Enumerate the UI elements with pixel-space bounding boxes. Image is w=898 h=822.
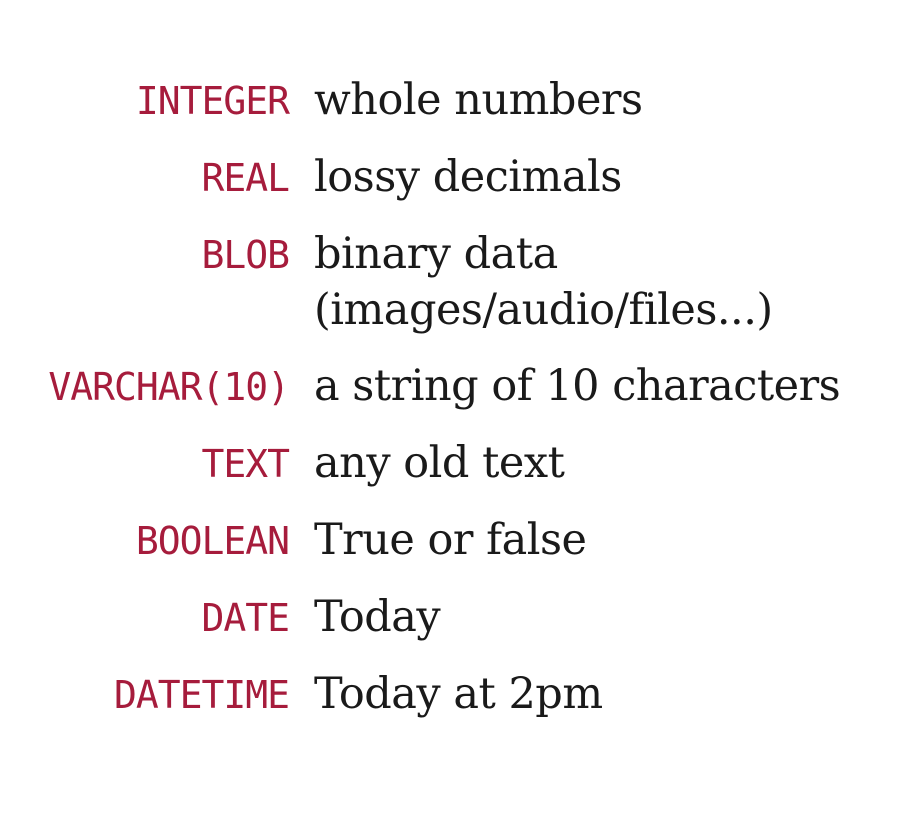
- type-row-date: DATE Today: [0, 589, 898, 646]
- type-row-datetime: DATETIME Today at 2pm: [0, 666, 898, 723]
- type-description-line: binary data: [314, 229, 558, 279]
- type-row-varchar: VARCHAR(10) a string of 10 characters: [0, 358, 898, 415]
- type-description-line: Today: [314, 592, 441, 642]
- type-name: DATETIME: [113, 673, 290, 717]
- type-row-real: REAL lossy decimals: [0, 149, 898, 206]
- type-description-line: lossy decimals: [314, 152, 622, 202]
- type-name: BOOLEAN: [135, 519, 290, 563]
- type-name: DATE: [201, 596, 290, 640]
- type-row-boolean: BOOLEAN True or false: [0, 512, 898, 569]
- type-description: a string of 10 characters: [314, 358, 898, 414]
- type-description-line: (images/audio/files...): [314, 285, 773, 335]
- type-description: True or false: [314, 512, 898, 568]
- type-description: binary data (images/audio/files...): [314, 226, 898, 338]
- type-description-line: True or false: [314, 515, 587, 565]
- type-description-line: a string of 10 characters: [314, 361, 841, 411]
- type-name: BLOB: [201, 233, 290, 277]
- type-description: whole numbers: [314, 72, 898, 128]
- type-description-line: whole numbers: [314, 75, 643, 125]
- type-description-line: Today at 2pm: [314, 669, 603, 719]
- type-description: lossy decimals: [314, 149, 898, 205]
- type-name: REAL: [201, 156, 290, 200]
- type-description-line: any old text: [314, 438, 565, 488]
- data-type-list: INTEGER whole numbers REAL lossy decimal…: [0, 72, 898, 743]
- type-row-text: TEXT any old text: [0, 435, 898, 492]
- type-row-integer: INTEGER whole numbers: [0, 72, 898, 129]
- type-description: Today at 2pm: [314, 666, 898, 722]
- type-description: any old text: [314, 435, 898, 491]
- type-name: TEXT: [201, 442, 290, 486]
- type-name: INTEGER: [135, 79, 290, 123]
- type-name: VARCHAR(10): [48, 365, 290, 409]
- type-description: Today: [314, 589, 898, 645]
- type-row-blob: BLOB binary data (images/audio/files...): [0, 226, 898, 338]
